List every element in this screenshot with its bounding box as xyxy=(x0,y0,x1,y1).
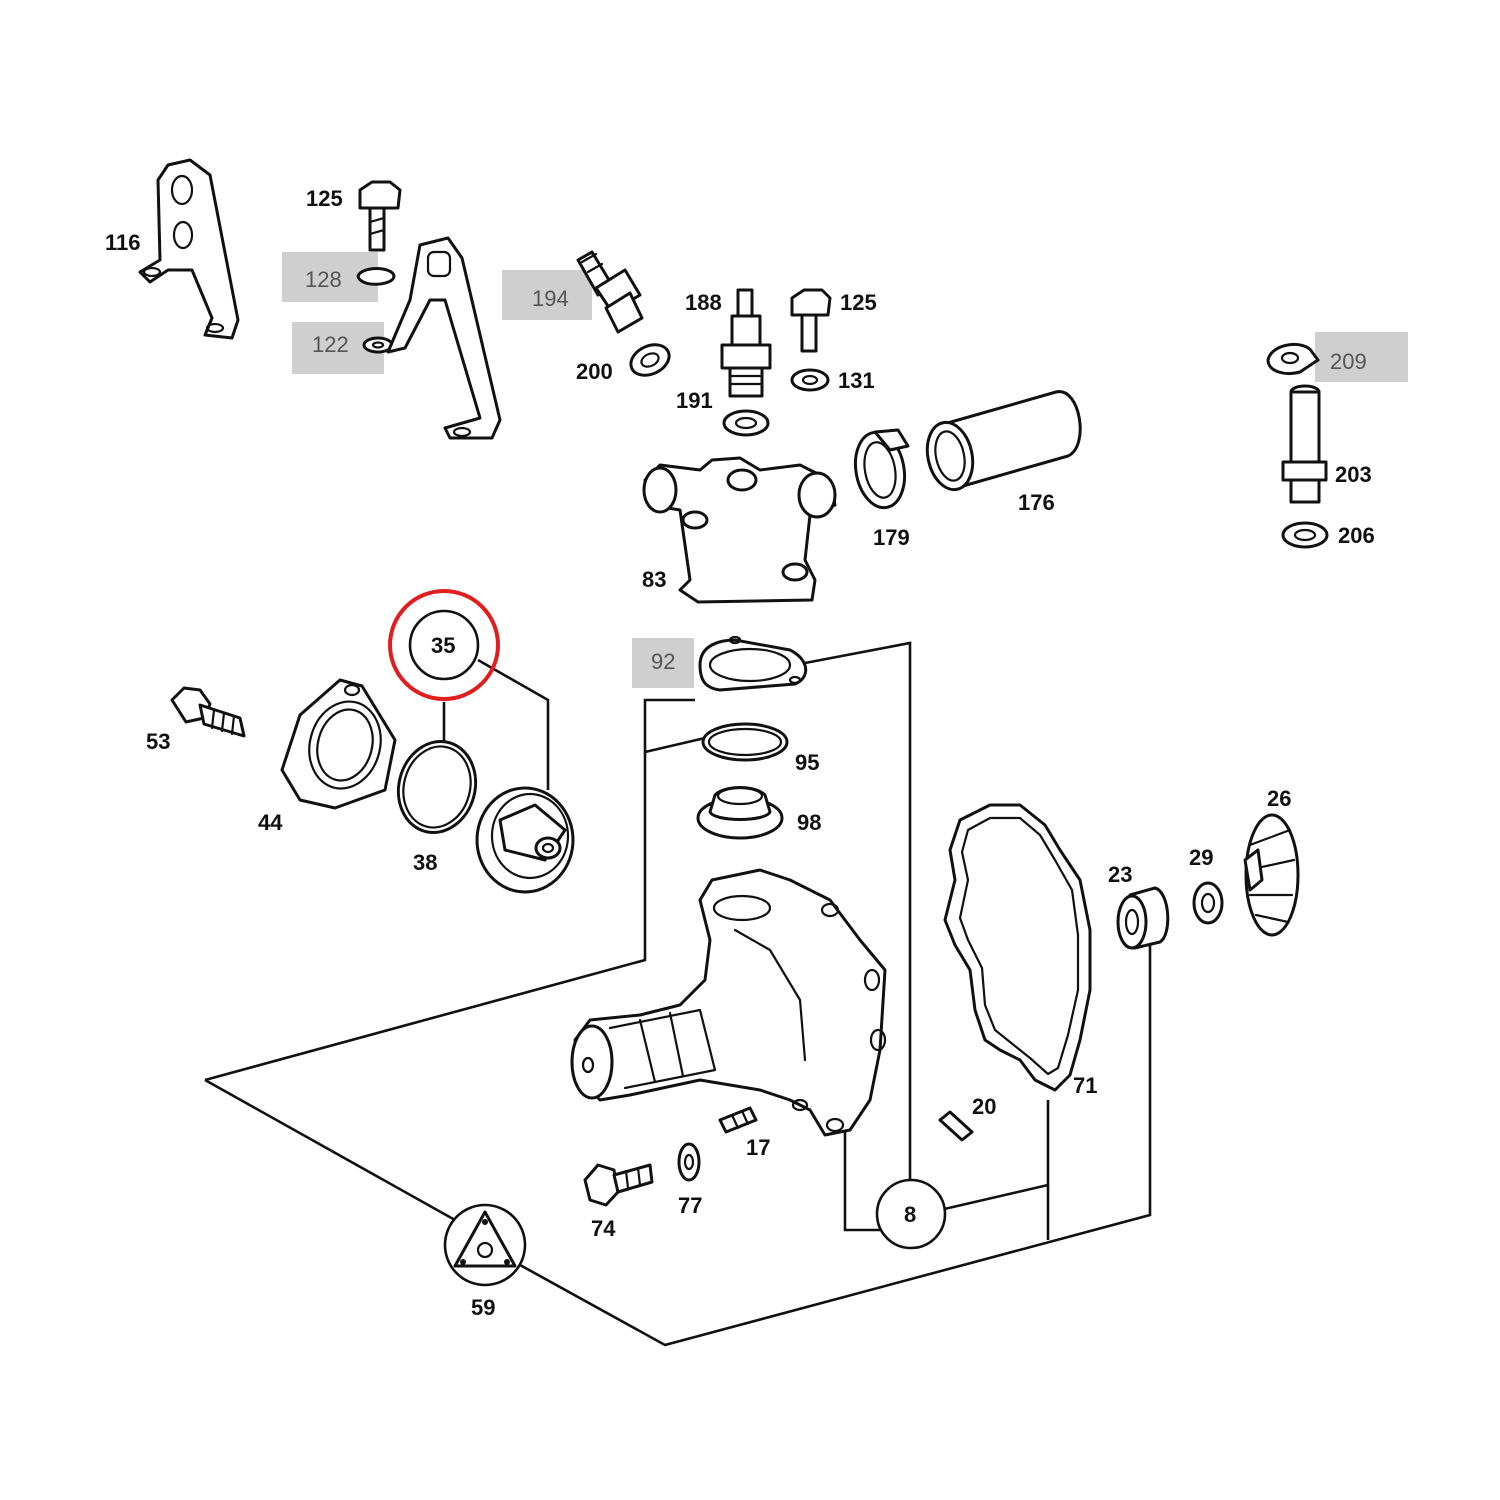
washer-131 xyxy=(790,368,830,392)
label-92[interactable]: 92 xyxy=(651,649,675,674)
selection-ring xyxy=(388,589,500,701)
label-74[interactable]: 74 xyxy=(591,1216,616,1241)
highlight-92 xyxy=(632,638,694,688)
ring-95 xyxy=(701,722,789,762)
label-206[interactable]: 206 xyxy=(1338,523,1375,548)
label-122[interactable]: 122 xyxy=(312,332,349,357)
bracket-large xyxy=(386,236,502,440)
label-128[interactable]: 128 xyxy=(305,267,342,292)
label-59[interactable]: 59 xyxy=(471,1295,495,1320)
label-194[interactable]: 194 xyxy=(532,286,569,311)
gasket-71 xyxy=(943,803,1092,1092)
label-116[interactable]: 116 xyxy=(105,230,141,255)
label-203[interactable]: 203 xyxy=(1335,462,1372,487)
gasket-92 xyxy=(698,635,808,692)
label-17[interactable]: 17 xyxy=(746,1135,770,1160)
label-20[interactable]: 20 xyxy=(972,1094,996,1119)
label-77[interactable]: 77 xyxy=(678,1193,702,1218)
washer-29 xyxy=(1192,881,1224,925)
label-71[interactable]: 71 xyxy=(1073,1073,1097,1098)
label-209[interactable]: 209 xyxy=(1330,349,1367,374)
pipe-203 xyxy=(1281,384,1328,504)
label-176[interactable]: 176 xyxy=(1018,490,1055,515)
label-98[interactable]: 98 xyxy=(797,810,821,835)
bolt-53 xyxy=(170,686,246,738)
callout-8 xyxy=(875,1178,947,1250)
washer-77 xyxy=(677,1142,701,1182)
label-29[interactable]: 29 xyxy=(1189,845,1213,870)
label-95[interactable]: 95 xyxy=(795,750,819,775)
label-125-left[interactable]: 125 xyxy=(306,186,343,211)
bush-23 xyxy=(1116,886,1170,950)
label-44[interactable]: 44 xyxy=(258,810,283,835)
clip-128 xyxy=(356,267,396,286)
bracket-116 xyxy=(138,158,240,340)
washer-191 xyxy=(722,409,770,437)
label-200[interactable]: 200 xyxy=(576,359,613,384)
cover-44 xyxy=(280,678,397,810)
water-pump-body xyxy=(570,868,887,1137)
label-38[interactable]: 38 xyxy=(413,850,437,875)
label-53[interactable]: 53 xyxy=(146,729,170,754)
callout-35[interactable] xyxy=(388,589,500,701)
sensor-194 xyxy=(576,250,644,334)
label-131[interactable]: 131 xyxy=(838,368,875,393)
connection-lines xyxy=(204,641,1152,1347)
highlight-209 xyxy=(1315,332,1408,382)
washer-200 xyxy=(629,343,671,377)
label-8[interactable]: 8 xyxy=(904,1202,916,1227)
label-23[interactable]: 23 xyxy=(1108,862,1132,887)
label-83[interactable]: 83 xyxy=(642,567,666,592)
label-26[interactable]: 26 xyxy=(1267,786,1291,811)
clamp-179 xyxy=(853,428,910,510)
housing-83 xyxy=(642,456,837,604)
hose-176 xyxy=(925,390,1082,492)
bolt-74 xyxy=(583,1163,654,1207)
bolt-125-right xyxy=(790,288,832,353)
washer-206 xyxy=(1281,521,1329,549)
ring-38 xyxy=(396,739,478,835)
symbol-59 xyxy=(443,1203,527,1287)
seal-98 xyxy=(696,786,784,840)
thermostat-35 xyxy=(475,786,575,894)
sender-188 xyxy=(720,288,772,398)
label-179[interactable]: 179 xyxy=(873,525,910,550)
label-35[interactable]: 35 xyxy=(431,633,455,658)
impeller-26 xyxy=(1243,813,1300,937)
label-125-right[interactable]: 125 xyxy=(840,290,877,315)
label-191[interactable]: 191 xyxy=(676,388,713,413)
part-labels: 116 125 128 122 194 188 125 200 191 131 … xyxy=(105,186,1375,1320)
stud-17 xyxy=(718,1106,758,1134)
bolt-125-left xyxy=(358,180,402,252)
highlight-194 xyxy=(502,270,592,320)
label-188[interactable]: 188 xyxy=(685,290,722,315)
pin-20 xyxy=(938,1110,974,1142)
clip-209 xyxy=(1266,342,1320,375)
